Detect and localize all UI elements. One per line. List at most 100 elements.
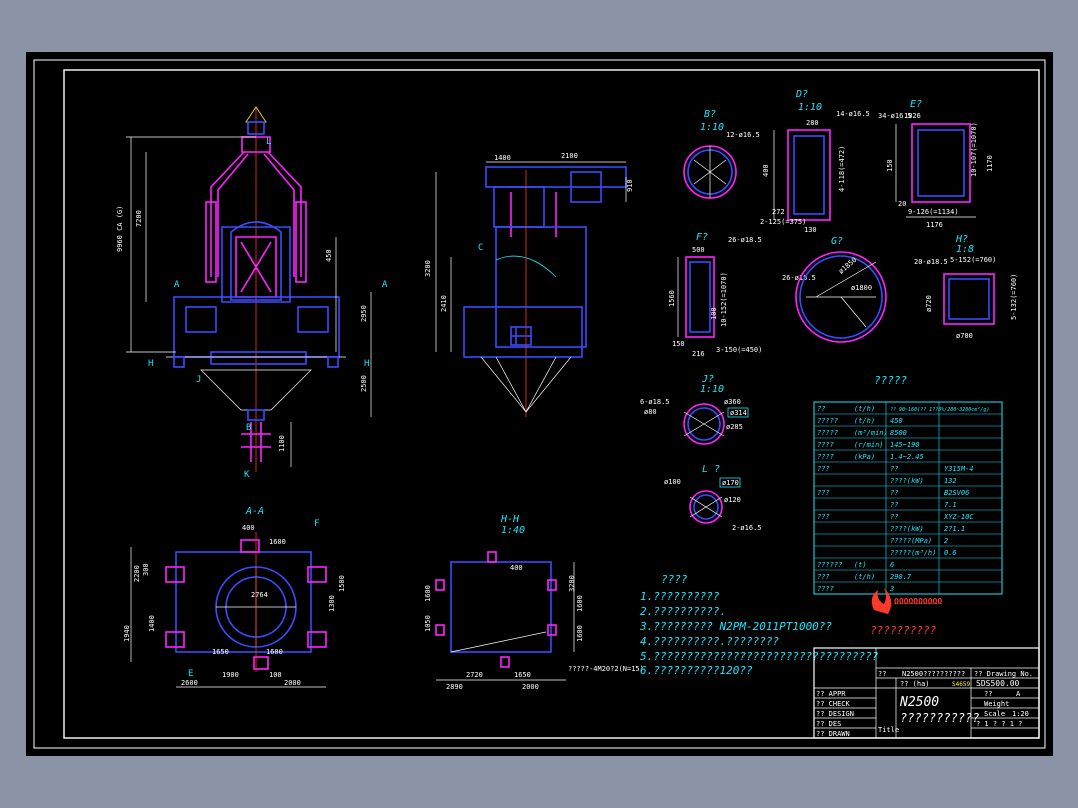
spec-cell-label: ?????? (817, 561, 842, 569)
view-f-dim-1: 1560 (668, 290, 676, 307)
logo-text: ?????????? (870, 624, 937, 637)
view-hh-dim-6: 2890 (446, 683, 463, 691)
view-g-title: G? (831, 236, 843, 247)
view-e-dim-1: 1170 (986, 155, 994, 172)
spec-cell-unit: (m³/min) (854, 429, 888, 437)
spec-cell-label: ????? (817, 429, 838, 437)
tb-title-label: Title (878, 726, 899, 734)
view-b-note: 12-ø16.5 (726, 131, 760, 139)
view-aa-title: A-A (245, 506, 264, 517)
spec-cell-v1: 6 (890, 561, 894, 569)
view-g-note: 26-ø18.5 (782, 274, 816, 282)
view-h-dim-2: ø700 (956, 332, 973, 340)
cad-drawing-sheet: L A A H H J B K 9960 CA (G) 7200 450 295… (26, 52, 1053, 756)
label-j: J (196, 375, 201, 385)
spec-cell-unit: (kPa) (854, 453, 875, 461)
note-1: 1.?????????? (640, 590, 720, 603)
view-aa-dim-11: 100 (269, 671, 282, 679)
spec-cell-label: ??? (817, 489, 830, 497)
view-h: H? 1:8 20-ø18.5 5-152(=760) ø700 5-132(=… (914, 234, 1018, 340)
view-aa-dim-5: 1500 (338, 575, 346, 592)
tb-drawing-no: SDS500.00 (976, 679, 1020, 688)
note-5: 5.?????????????????????????????????? (640, 650, 879, 663)
view-d-dim-1: 400 (762, 164, 770, 177)
view-h-dim-1: 5-152(=760) (950, 256, 996, 264)
view-aa-dim-4: 1940 (123, 625, 131, 642)
note-3: 3.????????? N2PM-2011PT1000?? (639, 620, 832, 633)
view-e-dim-2: 10-107(=1070) (970, 122, 978, 177)
view-hh-dim-4: 2720 (466, 671, 483, 679)
view-e-dim-3: 1176 (926, 221, 943, 229)
tb-rev: A (1016, 690, 1021, 698)
spec-cell-unit: (t/h) (854, 405, 875, 413)
tb-scale-code: ?? (ha) (900, 680, 930, 688)
view-l-dim-1: ø170 (722, 479, 739, 487)
dim-main-0: 9960 CA (G) (116, 206, 124, 252)
spec-table: ??(t/h)?? 90~160(?? 1??8%/200~3200cm²/g)… (813, 401, 1003, 595)
view-d-dim-5: 2-125(=375) (760, 218, 806, 226)
spec-cell-v2: B2SV06 (944, 489, 969, 497)
view-f-dim-5: 216 (692, 350, 705, 358)
view-aa-dim-0: 400 (242, 524, 255, 532)
label-l: L (266, 137, 271, 147)
view-g-dim-0: ø1850 (837, 256, 858, 276)
label-b: B (246, 423, 251, 433)
view-l: L ? ø100 ø170 ø120 2-ø16.5 (664, 464, 762, 532)
view-e-dim-5: 150 (886, 159, 894, 172)
view-f-dim-4: 150 (672, 340, 685, 348)
spec-cell-v1: ????(kW) (890, 525, 924, 533)
dim-side-1: 2100 (561, 152, 578, 160)
spec-cell-label: ????? (817, 417, 838, 425)
view-aa-dim-14: 1300 (328, 595, 336, 612)
spec-cell-label: ??? (817, 465, 830, 473)
view-e-dim-4: 9-126(=1134) (908, 208, 959, 216)
spec-cell-v1: ?????(m³/h) (890, 549, 936, 557)
view-a-a: A-A F E 400 1600 2764 1400 1940 1500 165… (123, 506, 346, 688)
view-hh-dim-2: 1600 (576, 595, 584, 612)
tb-weight-label: Weight (984, 700, 1009, 708)
view-j-dim-3: ø285 (726, 423, 743, 431)
spec-cell-v1: ?? (890, 489, 898, 497)
spec-cell-v1: 145~190 (890, 441, 920, 449)
spec-cell-v1: ?? (890, 465, 898, 473)
tb-project: N2500?????????? (902, 670, 965, 678)
dim-main-1: 7200 (135, 210, 143, 227)
dim-side-3: 2410 (440, 295, 448, 312)
view-aa-dim-8: 2600 (181, 679, 198, 687)
view-l-dim-0: ø100 (664, 478, 681, 486)
spec-cell-label: ??? (817, 513, 830, 521)
tb-product-sub: ??????????? (900, 711, 979, 725)
view-j: J? 1:10 6-ø18.5 ø360 ø314 ø285 ø80 (640, 374, 749, 445)
label-e: E (188, 669, 193, 679)
view-aa-dim-1: 1600 (269, 538, 286, 546)
spec-cell-unit: (r/min) (854, 441, 884, 449)
outer-frame (33, 59, 1046, 749)
spec-cell-label: ???? (817, 441, 834, 449)
spec-cell-v1: 450 (890, 417, 903, 425)
tb-role-2: ?? DESIGN (816, 710, 854, 718)
view-aa-dim-9: 1900 (222, 671, 239, 679)
inner-frame (63, 69, 1040, 739)
spec-table-title: ????? (874, 374, 907, 387)
label-a-left: A (174, 280, 180, 290)
spec-cell-label: ??? (817, 573, 830, 581)
view-hh-note: ?????-4M20?2(N=15) (568, 665, 644, 673)
company-logo: ΩΩΩΩΩΩΩΩΩΩ ?????????? (870, 588, 942, 637)
tb-rev-label: ?? (984, 690, 992, 698)
spec-cell-unit: (t) (854, 561, 867, 569)
view-f-title: F? (696, 232, 708, 243)
tb-scale-label: Scale (984, 710, 1005, 718)
view-aa-dim-12: 2200 (133, 565, 141, 582)
spec-cell-v1: 290.7 (890, 573, 912, 581)
tb-product: N2500 (899, 695, 939, 710)
view-j-dim-2: ø314 (730, 409, 747, 417)
view-hh-dim-0: 400 (510, 564, 523, 572)
dim-main-3: 2950 (360, 305, 368, 322)
spec-cell-v1: ?? (890, 501, 898, 509)
view-l-title: L ? (702, 464, 720, 475)
spec-cell-v1: ????(kW) (890, 477, 924, 485)
view-g-dim-1: ø1800 (851, 284, 872, 292)
view-d: D? 1:10 14-ø16.5 280 400 4-118(=472) 272… (760, 89, 870, 234)
view-d-dim-2: 4-118(=472) (838, 146, 846, 192)
note-6: 6.??????????120?? (640, 664, 753, 677)
